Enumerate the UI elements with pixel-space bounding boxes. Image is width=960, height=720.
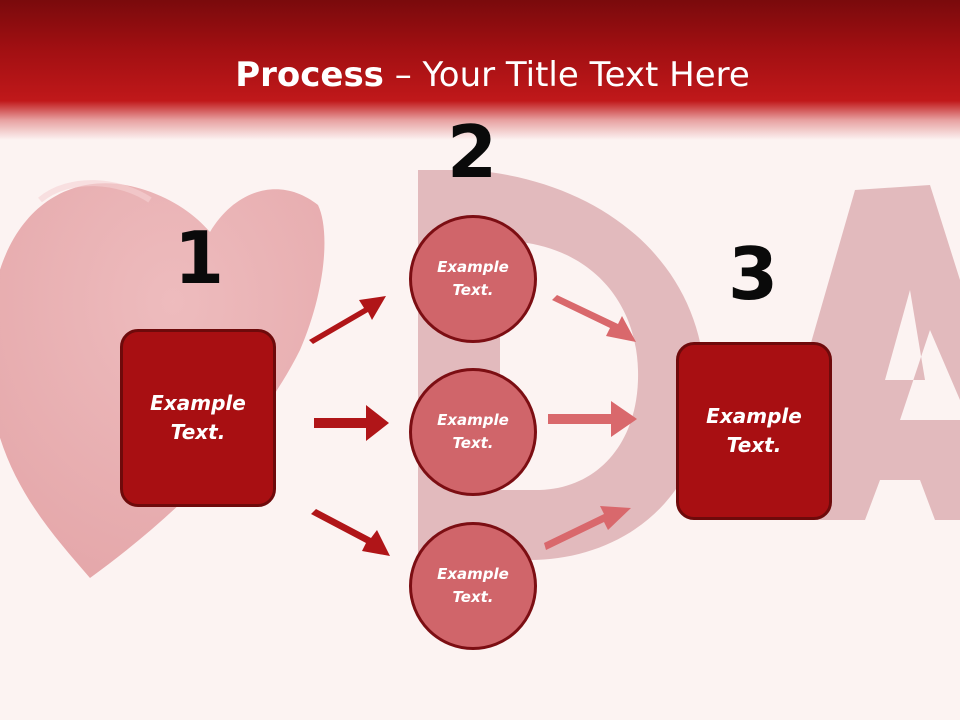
arrow-up-right-left xyxy=(309,296,386,344)
title-banner xyxy=(0,0,960,140)
step-1-box-text: Example Text. xyxy=(150,391,246,444)
arrow-right-left xyxy=(314,405,389,441)
step-3-box: Example Text. xyxy=(676,342,832,520)
slide-title-bold: Process xyxy=(235,55,384,95)
middle-circle-3-text: Example Text. xyxy=(437,565,509,606)
arrow-right-right xyxy=(548,401,637,437)
arrow-up-right-right xyxy=(544,506,631,550)
heart-highlight xyxy=(38,180,152,203)
left-arrow-group xyxy=(309,296,390,556)
arrow-down-right-left xyxy=(311,509,390,556)
middle-circle-1-text: Example Text. xyxy=(437,258,509,299)
slide-title-rest: – Your Title Text Here xyxy=(383,55,750,95)
middle-circle-2: Example Text. xyxy=(409,368,537,496)
step-3-box-text: Example Text. xyxy=(706,404,802,457)
slide-title: Process – Your Title Text Here xyxy=(0,52,960,98)
arrow-down-right-right xyxy=(552,295,636,342)
middle-circle-1: Example Text. xyxy=(409,215,537,343)
step-1-box: Example Text. xyxy=(120,329,276,507)
right-arrow-group xyxy=(544,295,637,550)
step-number-2: 2 xyxy=(446,110,498,194)
middle-circle-2-text: Example Text. xyxy=(437,411,509,452)
step-number-1: 1 xyxy=(173,216,225,300)
middle-circle-3: Example Text. xyxy=(409,522,537,650)
step-number-3: 3 xyxy=(727,232,779,316)
